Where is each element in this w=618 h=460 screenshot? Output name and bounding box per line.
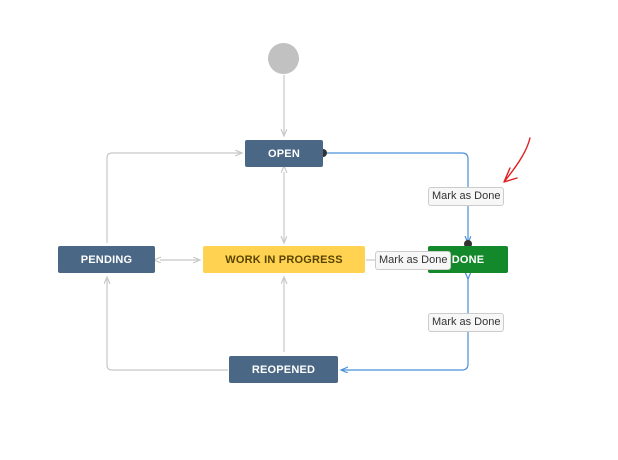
status-reopened-label: REOPENED (251, 363, 316, 376)
red-annotation-arrow-icon (503, 137, 531, 183)
connector-open-to-done (323, 152, 468, 242)
transition-label-open-to-done[interactable]: Mark as Done (428, 187, 505, 206)
status-open-label: OPEN (268, 147, 300, 160)
status-work-in-progress-label: WORK IN PROGRESS (225, 253, 343, 266)
connector-pending-to-open (106, 153, 241, 243)
status-pending-label: PENDING (80, 253, 133, 266)
transition-label-reopened-to-done[interactable]: Mark as Done (428, 313, 505, 332)
status-open[interactable]: OPEN (245, 140, 323, 167)
connector-done-to-reopened (342, 278, 468, 370)
status-pending[interactable]: PENDING (58, 246, 155, 273)
transition-label-wip-to-done[interactable]: Mark as Done (375, 251, 452, 270)
status-reopened[interactable]: REOPENED (229, 356, 338, 383)
connector-reopened-to-pending (107, 278, 228, 371)
status-done-label: DONE (451, 253, 485, 266)
start-node-icon[interactable] (268, 43, 299, 74)
status-work-in-progress[interactable]: WORK IN PROGRESS (203, 246, 365, 273)
